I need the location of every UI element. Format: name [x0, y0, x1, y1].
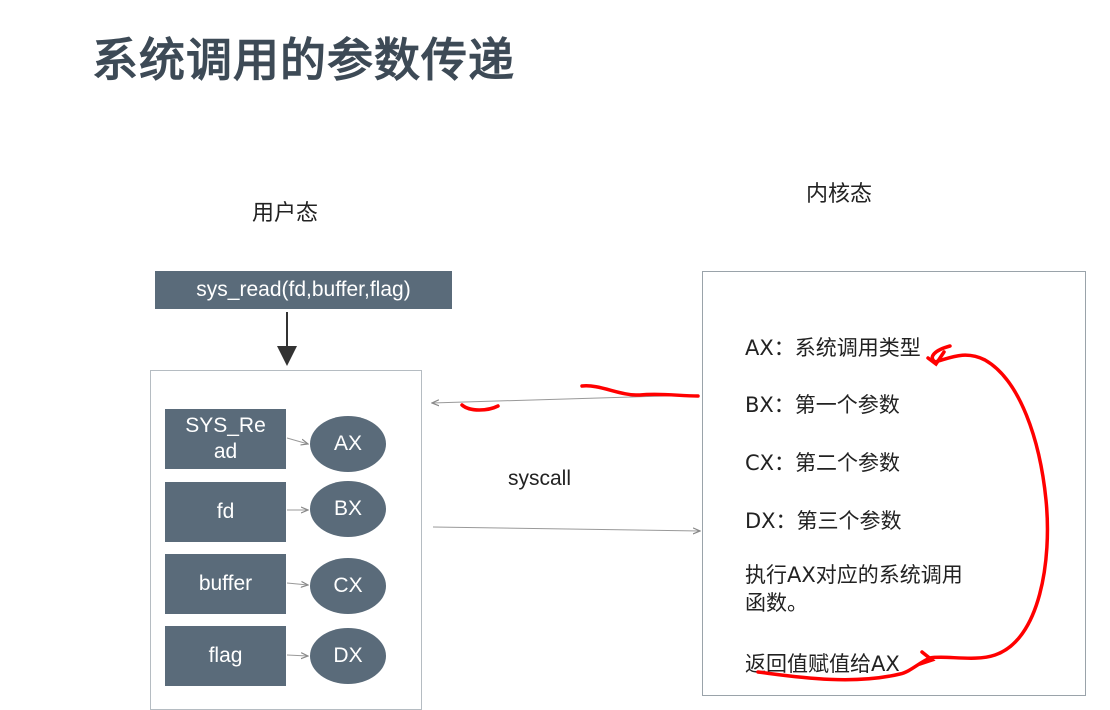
- user-mode-label: 用户态: [252, 201, 319, 226]
- param-box-sys-read: SYS_Re ad: [165, 409, 286, 469]
- sys-read-call-box: sys_read(fd,buffer,flag): [155, 271, 452, 309]
- connector-arrow: [286, 583, 308, 585]
- return-arrow: [432, 394, 699, 403]
- syscall-label: syscall: [508, 467, 572, 490]
- connector-arrow: [286, 655, 308, 656]
- param-box-fd: fd: [165, 482, 286, 542]
- page-title: 系统调用的参数传递: [92, 33, 515, 87]
- kernel-mode-label: 内核态: [806, 182, 873, 207]
- kernel-line-dx: DX：第三个参数: [745, 509, 902, 533]
- param-label: buffer: [198, 572, 253, 595]
- connector-arrow: [286, 437, 308, 444]
- param-label: SYS_Re ad: [185, 414, 266, 463]
- register-ax: AX: [310, 416, 386, 472]
- red-annotation-underline: [580, 384, 700, 398]
- red-annotation-arrowhead: [918, 350, 946, 666]
- kernel-line-bx: BX：第一个参数: [745, 393, 900, 417]
- kernel-panel: [702, 271, 1086, 696]
- param-label: fd: [216, 500, 235, 523]
- syscall-arrow: [432, 526, 700, 531]
- register-dx: DX: [310, 628, 386, 684]
- param-box-flag: flag: [165, 626, 286, 686]
- red-annotation-tick: [460, 403, 500, 412]
- kernel-line-execute: 执行AX对应的系统调用 函数。: [745, 563, 963, 615]
- red-annotation-loop: [756, 344, 1050, 682]
- register-cx: CX: [310, 558, 386, 614]
- register-bx: BX: [310, 481, 386, 537]
- kernel-line-ax: AX：系统调用类型: [745, 336, 921, 360]
- param-label: flag: [208, 644, 243, 667]
- kernel-line-cx: CX：第二个参数: [745, 451, 901, 475]
- param-box-buffer: buffer: [165, 554, 286, 614]
